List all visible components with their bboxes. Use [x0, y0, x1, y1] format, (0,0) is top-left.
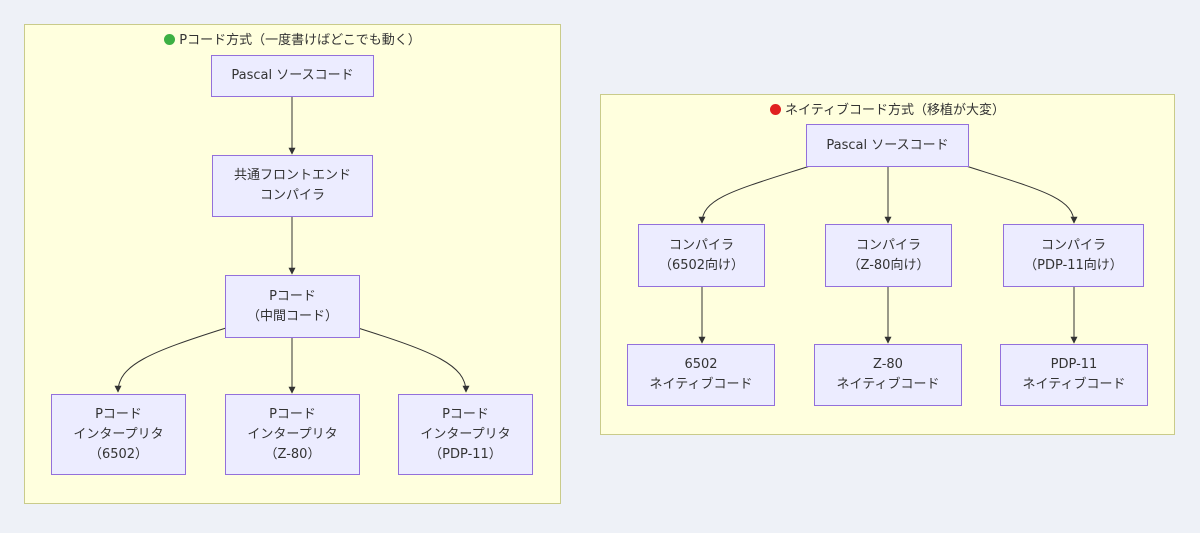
native-pdp11-node: PDP-11 ネイティブコード — [1000, 344, 1148, 406]
frontend-compiler-node: 共通フロントエンド コンパイラ — [212, 155, 373, 217]
compiler-pdp11-node: コンパイラ （PDP-11向け） — [1003, 224, 1144, 287]
edge-pcode-to-interp-pdp11 — [357, 327, 470, 393]
interpreter-z80-node: Pコード インタープリタ （Z-80） — [225, 394, 360, 475]
pcode-cluster-title: Pコード方式（一度書けばどこでも動く） — [25, 29, 560, 48]
pcode-source-node: Pascal ソースコード — [211, 55, 374, 97]
interpreter-6502-node: Pコード インタープリタ （6502） — [51, 394, 186, 475]
pcode-intermediate-node: Pコード （中間コード） — [225, 275, 360, 338]
edge-nsource-to-compiler-6502 — [698, 165, 811, 224]
edge-nsource-to-compiler-pdp11 — [965, 165, 1078, 224]
edge-pcode-to-interp-6502 — [114, 327, 227, 393]
native-6502-node: 6502 ネイティブコード — [627, 344, 775, 406]
green-circle-icon — [164, 34, 176, 45]
red-circle-icon — [770, 104, 782, 115]
native-source-node: Pascal ソースコード — [806, 124, 969, 167]
interpreter-pdp11-node: Pコード インタープリタ （PDP-11） — [398, 394, 533, 475]
native-z80-node: Z-80 ネイティブコード — [814, 344, 962, 406]
native-cluster-title: ネイティブコード方式（移植が大変） — [601, 99, 1174, 118]
compiler-z80-node: コンパイラ （Z-80向け） — [825, 224, 952, 287]
compiler-6502-node: コンパイラ （6502向け） — [638, 224, 765, 287]
